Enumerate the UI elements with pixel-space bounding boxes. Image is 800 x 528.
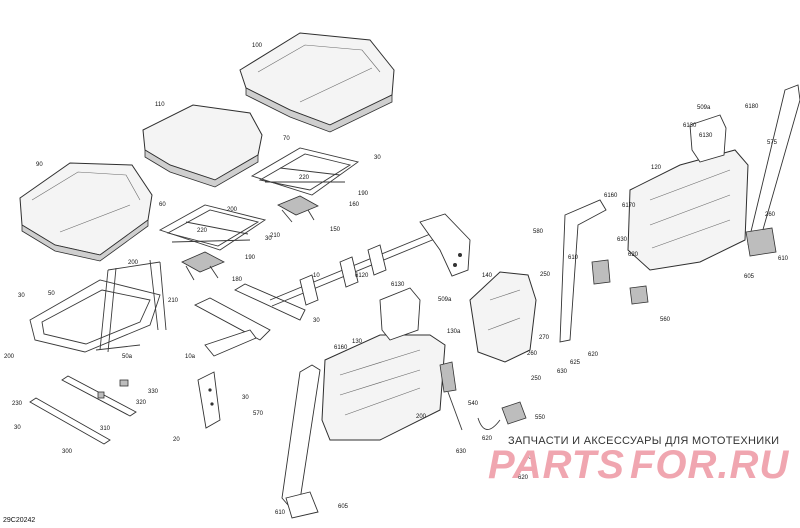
callout-c-605b: 605 bbox=[744, 274, 755, 280]
seat-frame-70[interactable] bbox=[250, 147, 360, 223]
callout-c-160: 160 bbox=[349, 202, 360, 208]
callout-c-30f: 30 bbox=[14, 425, 21, 431]
callout-c-6130b: 6130 bbox=[683, 123, 697, 129]
callout-c-580: 580 bbox=[533, 229, 544, 235]
callout-c-560: 560 bbox=[660, 317, 671, 323]
callout-c-6160b: 6160 bbox=[604, 193, 618, 199]
callout-c-6160a: 6160 bbox=[334, 345, 348, 351]
callout-c-509a-a: 509a bbox=[438, 297, 452, 303]
callout-c-100: 100 bbox=[252, 43, 263, 49]
buckle-540[interactable] bbox=[439, 361, 463, 431]
callout-c-140: 140 bbox=[482, 273, 493, 279]
callout-c-605a: 605 bbox=[338, 504, 349, 510]
callout-c-30b: 30 bbox=[265, 236, 272, 242]
buckle-550[interactable] bbox=[477, 401, 527, 430]
support-frame-10[interactable] bbox=[193, 213, 471, 341]
backrest-120[interactable] bbox=[627, 114, 749, 271]
watermark-tagline: ЗАПЧАСТИ И АКСЕССУАРЫ ДЛЯ МОТОТЕХНИКИ bbox=[508, 435, 779, 447]
callout-c-220b: 220 bbox=[197, 228, 208, 234]
callout-c-630b: 630 bbox=[557, 369, 568, 375]
callout-c-310: 310 bbox=[100, 426, 111, 432]
callout-c-30a: 30 bbox=[374, 155, 381, 161]
callout-c-180: 180 bbox=[232, 277, 243, 283]
callout-c-10: 10 bbox=[313, 273, 320, 279]
callout-c-620c: 620 bbox=[588, 352, 599, 358]
callout-c-6180: 6180 bbox=[745, 104, 759, 110]
callout-c-50: 50 bbox=[48, 291, 55, 297]
callout-c-120: 120 bbox=[651, 165, 662, 171]
callout-c-130: 130 bbox=[352, 339, 363, 345]
seatbelt-575[interactable] bbox=[745, 84, 800, 257]
callout-c-260a: 260 bbox=[527, 351, 538, 357]
callout-c-270: 270 bbox=[539, 335, 550, 341]
callout-c-210b: 210 bbox=[168, 298, 179, 304]
callout-c-190b: 190 bbox=[245, 255, 256, 261]
diagram-code: 29C20242 bbox=[3, 517, 35, 524]
callout-c-610c: 610 bbox=[778, 256, 789, 262]
callout-c-30e: 30 bbox=[242, 395, 249, 401]
callout-c-30c: 30 bbox=[18, 293, 25, 299]
callout-c-230: 230 bbox=[12, 401, 23, 407]
callout-c-200a: 200 bbox=[227, 207, 238, 213]
callout-c-150: 150 bbox=[330, 227, 341, 233]
callout-c-6120: 6120 bbox=[355, 273, 369, 279]
callout-c-610b: 610 bbox=[568, 255, 579, 261]
callout-c-60: 60 bbox=[159, 202, 166, 208]
callout-c-509a-b: 509a bbox=[697, 105, 711, 111]
seatbelt-570[interactable] bbox=[281, 364, 321, 519]
callout-c-220a: 220 bbox=[299, 175, 310, 181]
callout-c-90: 90 bbox=[36, 162, 43, 168]
callout-c-620b: 620 bbox=[518, 475, 529, 481]
callout-c-575: 575 bbox=[767, 140, 778, 146]
buckle-560[interactable] bbox=[629, 285, 649, 305]
callout-c-210a: 210 bbox=[270, 233, 281, 239]
callout-c-200b: 200 bbox=[128, 260, 139, 266]
callout-c-190a: 190 bbox=[358, 191, 369, 197]
callout-c-200d: 200 bbox=[416, 414, 427, 420]
seat-frame-50[interactable] bbox=[29, 259, 167, 353]
seat-cushion-110[interactable] bbox=[142, 104, 263, 188]
callout-c-20: 20 bbox=[173, 437, 180, 443]
callout-c-6130c: 6130 bbox=[699, 133, 713, 139]
callout-c-260b: 260 bbox=[765, 212, 776, 218]
seat-rail-300[interactable] bbox=[29, 375, 137, 445]
callout-c-6170: 6170 bbox=[622, 203, 636, 209]
callout-c-30d: 30 bbox=[313, 318, 320, 324]
callout-c-6130a: 6130 bbox=[391, 282, 405, 288]
callout-c-200c: 200 bbox=[4, 354, 15, 360]
callout-c-70: 70 bbox=[283, 136, 290, 142]
callout-c-630a: 630 bbox=[456, 449, 467, 455]
callout-c-50a: 50a bbox=[122, 354, 133, 360]
seat-cushion-90[interactable] bbox=[19, 162, 153, 262]
callout-c-540: 540 bbox=[468, 401, 479, 407]
backrest-130[interactable] bbox=[321, 287, 446, 441]
callout-c-630c: 630 bbox=[617, 237, 628, 243]
callout-c-570: 570 bbox=[253, 411, 264, 417]
callout-c-600: 600 bbox=[525, 455, 536, 461]
callout-c-250a: 250 bbox=[540, 272, 551, 278]
seat-cushion-100[interactable] bbox=[239, 32, 395, 133]
callout-c-320: 320 bbox=[136, 400, 147, 406]
callout-c-620a: 620 bbox=[482, 436, 493, 442]
callout-c-620d: 620 bbox=[628, 252, 639, 258]
callout-c-130a: 130a bbox=[447, 329, 461, 335]
watermark-brand-left: PARTS bbox=[488, 443, 625, 487]
callout-c-550: 550 bbox=[535, 415, 546, 421]
callout-c-10a: 10a bbox=[185, 354, 196, 360]
callout-c-625: 625 bbox=[570, 360, 581, 366]
callout-c-300: 300 bbox=[62, 449, 73, 455]
callout-c-110: 110 bbox=[155, 102, 165, 108]
watermark-brand-right: FOR.RU bbox=[630, 443, 789, 487]
callout-c-250b: 250 bbox=[531, 376, 542, 382]
bracket-10a[interactable] bbox=[197, 329, 257, 429]
callout-c-330: 330 bbox=[148, 389, 159, 395]
seatbelt-580[interactable] bbox=[559, 199, 611, 343]
seat-frame-60[interactable] bbox=[158, 204, 267, 281]
callout-labels: 100 110 90 70 30 220 190 160 200 150 210 60 220 30 190… bbox=[4, 43, 789, 516]
backrest-140[interactable] bbox=[469, 271, 537, 363]
callout-c-610a: 610 bbox=[275, 510, 286, 516]
